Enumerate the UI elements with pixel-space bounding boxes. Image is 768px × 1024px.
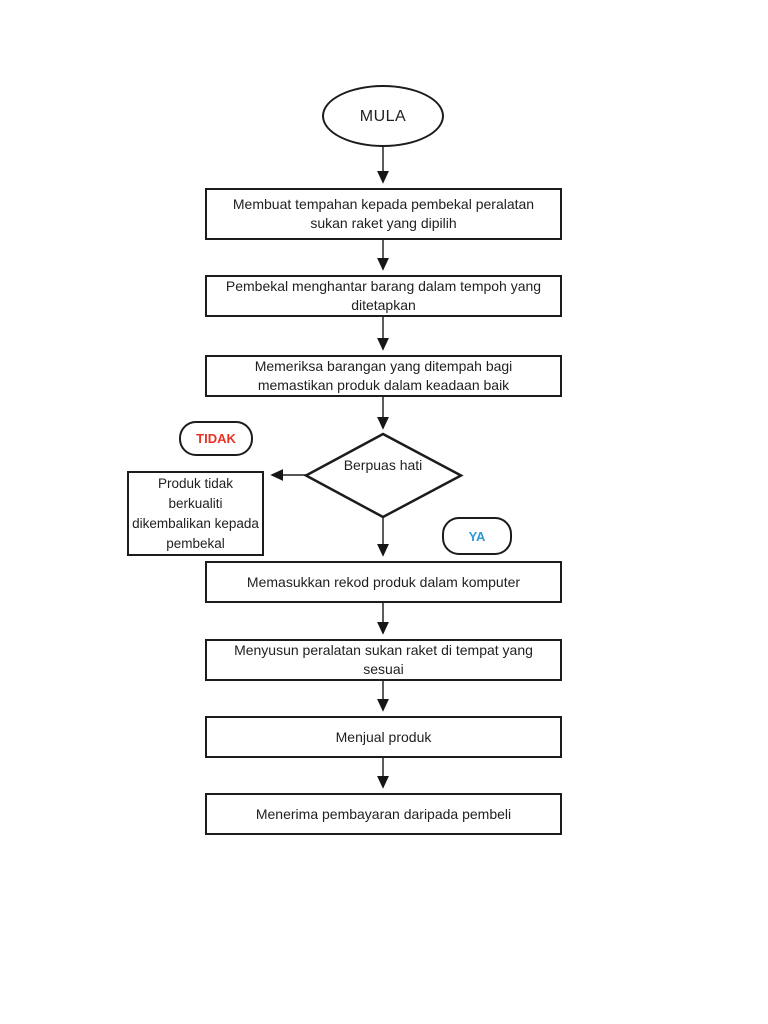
yes-branch-pill: YA: [442, 517, 512, 555]
process-step6: Menjual produk: [205, 716, 562, 758]
process-step6-label: Menjual produk: [335, 728, 432, 745]
no-branch-label: TIDAK: [196, 431, 236, 446]
process-step4-label: Memasukkan rekod produk dalam komputer: [246, 573, 521, 590]
process-step2-label: Pembekal menghantar barang dalam tempoh …: [225, 278, 542, 313]
start-terminator: MULA: [322, 85, 444, 147]
no-branch-pill: TIDAK: [179, 421, 253, 456]
decision-label: Berpuas hati: [343, 457, 423, 473]
process-step3: Memeriksa barangan yang ditempah bagi me…: [205, 355, 562, 397]
process-step4: Memasukkan rekod produk dalam komputer: [205, 561, 562, 603]
process-step7-label: Menerima pembayaran daripada pembeli: [255, 805, 512, 822]
process-step1-label: Membuat tempahan kepada pembekal peralat…: [232, 196, 535, 231]
process-step3-label: Memeriksa barangan yang ditempah bagi me…: [254, 358, 513, 393]
process-step7: Menerima pembayaran daripada pembeli: [205, 793, 562, 835]
process-step2: Pembekal menghantar barang dalam tempoh …: [205, 275, 562, 317]
decision-diamond-shape: [303, 432, 464, 519]
process-step5: Menyusun peralatan sukan raket di tempat…: [205, 639, 562, 681]
start-label: MULA: [359, 107, 407, 125]
process-reject: Produk tidak berkualiti dikembalikan kep…: [127, 471, 264, 556]
process-step1: Membuat tempahan kepada pembekal peralat…: [205, 188, 562, 240]
decision-node: Berpuas hati: [338, 455, 428, 475]
yes-branch-label: YA: [468, 528, 486, 544]
process-step5-label: Menyusun peralatan sukan raket di tempat…: [234, 642, 533, 677]
process-reject-label: Produk tidak berkualiti dikembalikan kep…: [132, 475, 259, 551]
